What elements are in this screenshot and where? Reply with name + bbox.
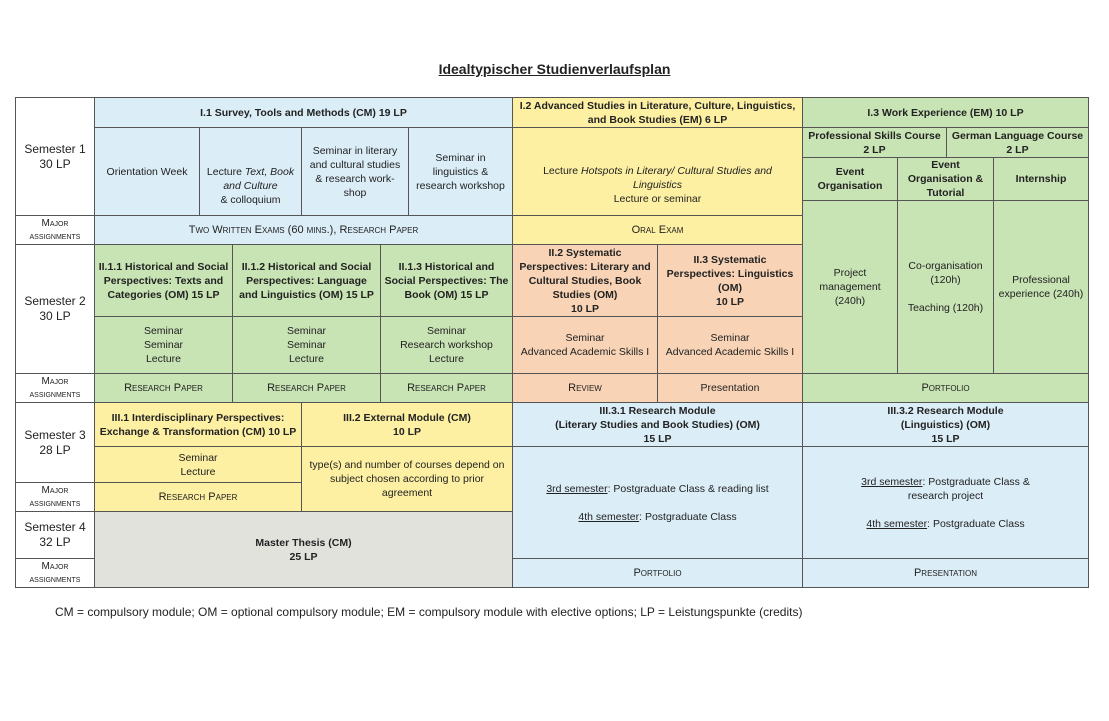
- lecture-suffix: & colloquium: [220, 194, 281, 206]
- professional-experience: Professional experience (240h): [993, 200, 1089, 374]
- module-ii13-header: II.1.3 Historical and Social Perspective…: [380, 244, 513, 317]
- module-iii31-header: III.3.1 Research Module (Literary Studie…: [512, 402, 803, 447]
- semester-name: Semester 1: [24, 141, 86, 156]
- seminar-linguistics: Seminar in linguistics & research worksh…: [408, 127, 513, 216]
- semester-label: 4th semester: [866, 517, 928, 530]
- event-organisation: Event Organisation: [802, 157, 898, 201]
- iii31-assignment: Portfolio: [512, 558, 803, 588]
- major-assignments-label: Major assignments: [15, 558, 95, 588]
- iii32-assignment: Presentation: [802, 558, 1089, 588]
- lecture-text-book-culture: Lecture Text, Book and Culture & colloqui…: [199, 127, 302, 216]
- semester-lp: 30 LP: [39, 156, 71, 171]
- i1-assignment: Two Written Exams (60 mins.), Research P…: [94, 215, 513, 245]
- module-ii12-header: II.1.2 Historical and Social Perspective…: [232, 244, 381, 317]
- module-iii1-header: III.1 Interdisciplinary Perspectives: Ex…: [94, 402, 302, 447]
- module-i1-header: I.1 Survey, Tools and Methods (CM) 19 LP: [94, 97, 513, 128]
- module-ii3-header: II.3 Systematic Perspectives: Linguistic…: [657, 244, 803, 317]
- module-iii32-header: III.3.2 Research Module (Linguistics) (O…: [802, 402, 1089, 447]
- ii13-courses: Seminar Research workshop Lecture: [380, 316, 513, 374]
- page-title: Idealtypischer Studienverlaufsplan: [438, 61, 671, 77]
- module-ii2-header: II.2 Systematic Perspectives: Literary a…: [512, 244, 658, 317]
- i2-lecture: Lecture Hotspots in Literary/ Cultural S…: [512, 127, 803, 216]
- ii3-assignment: Presentation: [657, 373, 803, 403]
- iii32-courses: 3rd semester: Postgraduate Class & resea…: [802, 446, 1089, 559]
- ii2-courses: Seminar Advanced Academic Skills I: [512, 316, 658, 374]
- semester-label: 3rd semester: [546, 482, 608, 495]
- co-organisation-teaching: Co-organisation (120h) Teaching (120h): [897, 200, 994, 374]
- event-organisation-tutorial: Event Organisation & Tutorial: [897, 157, 994, 201]
- semester-name: Semester 3: [24, 427, 86, 442]
- course-text: : Postgraduate Class: [639, 510, 737, 523]
- course-text: : Postgraduate Class & research project: [907, 475, 1030, 502]
- iii31-semester-3: 3rd semester: Postgraduate Class & readi…: [546, 482, 768, 496]
- iii32-semester-4: 4th semester: Postgraduate Class: [866, 517, 1024, 531]
- major-assignments-label: Major assignments: [15, 215, 95, 245]
- footnote: CM = compulsory module; OM = optional co…: [55, 605, 803, 619]
- orientation-week: Orientation Week: [94, 127, 200, 216]
- module-i2-header: I.2 Advanced Studies in Literature, Cult…: [512, 97, 803, 128]
- lecture-prefix: Lecture: [206, 166, 245, 178]
- semester-lp: 32 LP: [39, 535, 71, 549]
- iii2-courses: type(s) and number of courses depend on …: [301, 446, 513, 512]
- professional-skills-course: Professional Skills Course 2 LP: [802, 127, 947, 158]
- course-text: : Postgraduate Class: [927, 517, 1025, 530]
- ii3-courses: Seminar Advanced Academic Skills I: [657, 316, 803, 374]
- semester-lp: 28 LP: [39, 442, 71, 457]
- lecture-title: Text, Book and Culture: [223, 166, 295, 192]
- semester-name: Semester 4: [24, 520, 86, 534]
- ii12-courses: Seminar Seminar Lecture: [232, 316, 381, 374]
- ii11-assignment: Research Paper: [94, 373, 233, 403]
- semester-label: 3rd semester: [861, 475, 923, 488]
- major-assignments-label: Major assignments: [15, 482, 95, 512]
- semester-label: 4th semester: [578, 510, 640, 523]
- ii12-assignment: Research Paper: [232, 373, 381, 403]
- module-ii11-header: II.1.1 Historical and Social Perspective…: [94, 244, 233, 317]
- iii32-semester-3: 3rd semester: Postgraduate Class & resea…: [853, 475, 1038, 503]
- course-text: : Postgraduate Class & reading list: [607, 482, 769, 495]
- semester-name: Semester 2: [24, 294, 86, 308]
- project-management: Project management (240h): [802, 200, 898, 374]
- lecture-suffix: Lecture or seminar: [613, 193, 702, 205]
- semester-lp: 30 LP: [39, 309, 71, 323]
- i3-assignment: Portfolio: [802, 373, 1089, 403]
- ii13-assignment: Research Paper: [380, 373, 513, 403]
- major-assignments-label: Major assignments: [15, 373, 95, 403]
- lecture-prefix: Lecture: [543, 165, 582, 177]
- iii31-courses: 3rd semester: Postgraduate Class & readi…: [512, 446, 803, 559]
- german-language-course: German Language Course 2 LP: [946, 127, 1089, 158]
- seminar-literary-cultural: Seminar in literary and cultural studies…: [301, 127, 409, 216]
- ii2-assignment: Review: [512, 373, 658, 403]
- iii1-assignment: Research Paper: [94, 482, 302, 512]
- i2-assignment: Oral Exam: [512, 215, 803, 245]
- module-iii2-header: III.2 External Module (CM) 10 LP: [301, 402, 513, 447]
- internship: Internship: [993, 157, 1089, 201]
- iii31-semester-4: 4th semester: Postgraduate Class: [578, 510, 736, 524]
- module-i3-header: I.3 Work Experience (EM) 10 LP: [802, 97, 1089, 128]
- ii11-courses: Seminar Seminar Lecture: [94, 316, 233, 374]
- master-thesis: Master Thesis (CM) 25 LP: [94, 511, 513, 588]
- lecture-title: Hotspots in Literary/ Cultural Studies a…: [581, 165, 772, 191]
- iii1-courses: Seminar Lecture: [94, 446, 302, 483]
